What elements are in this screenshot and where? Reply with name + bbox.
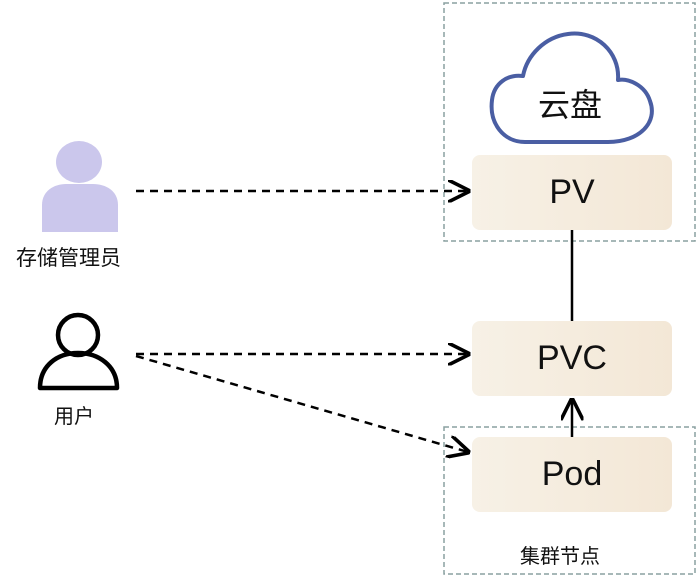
pv-node[interactable]: PV xyxy=(472,155,672,230)
storage-admin-icon xyxy=(42,141,118,232)
storage-admin-label: 存储管理员 xyxy=(16,246,121,270)
cluster-node-region xyxy=(443,426,696,575)
pod-node[interactable]: Pod xyxy=(472,437,672,512)
user-label: 用户 xyxy=(54,404,94,428)
cloud-icon xyxy=(489,31,654,144)
cloud-label: 云盘 xyxy=(538,86,603,124)
cluster-node-label: 集群节点 xyxy=(520,544,600,568)
user-to-pod-arrow xyxy=(135,354,468,452)
pvc-label: PVC xyxy=(537,339,607,377)
storage-region xyxy=(443,2,696,242)
user-icon xyxy=(37,312,120,391)
pvc-node[interactable]: PVC xyxy=(472,321,672,396)
pv-label: PV xyxy=(549,173,595,211)
pod-label: Pod xyxy=(541,455,603,493)
